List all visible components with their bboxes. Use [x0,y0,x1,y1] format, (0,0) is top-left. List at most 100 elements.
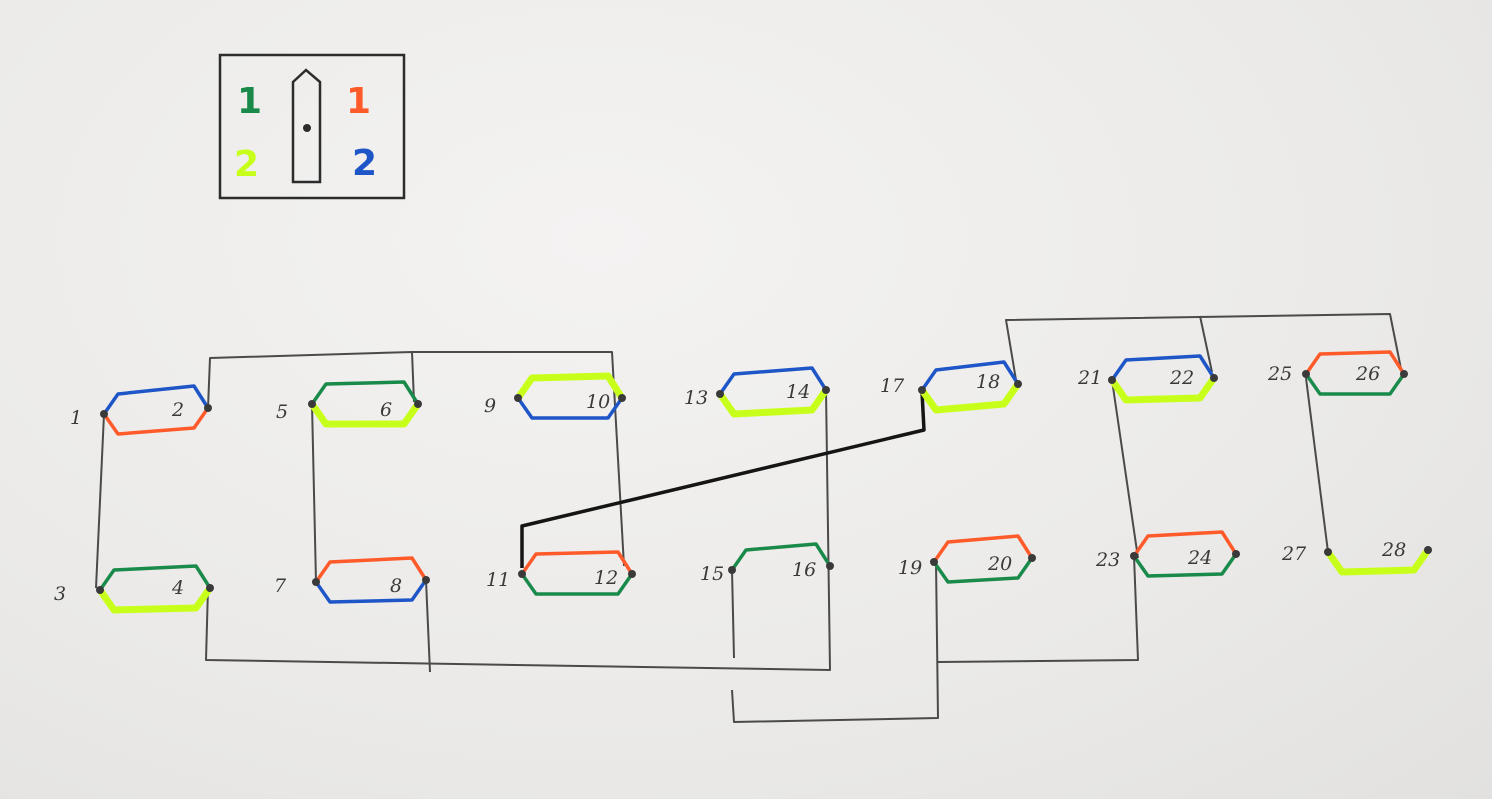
contact-bottom-3 [96,584,214,614]
label-5: 5 [276,401,288,423]
contact-top-5 [310,380,420,406]
switch-9-10: 9 10 [484,372,626,420]
contact-top-23 [1132,530,1238,558]
wire-6-12 [412,351,625,567]
label-18: 18 [976,371,1000,393]
legend-left-top: 1 [237,81,262,122]
terminal-28 [1424,546,1432,554]
terminal-23 [1130,552,1138,560]
terminal-22 [1210,374,1218,382]
contact-top-9 [514,372,626,402]
terminal-20 [1028,554,1036,562]
legend-frame [218,53,406,200]
label-6: 6 [380,399,392,421]
terminal-25 [1302,370,1310,378]
wire-17-11 [520,391,926,568]
label-21: 21 [1077,367,1102,389]
legend-left-bottom: 2 [234,144,259,185]
label-1: 1 [70,407,82,429]
legend-right-top: 1 [346,81,371,122]
label-22: 22 [1169,367,1194,389]
wire-19-23 [937,555,1139,663]
label-10: 10 [586,391,610,413]
contact-top-15 [730,542,832,572]
terminal-14 [822,386,830,394]
contact-top-3 [98,564,212,592]
terminal-8 [422,576,430,584]
contact-bottom-21 [1108,374,1218,404]
contact-bottom-5 [308,400,422,428]
contact-top-13 [718,366,828,396]
wire-bus-19 [731,561,939,723]
switch-25-26: 25 26 [1267,350,1408,396]
terminal-13 [716,390,724,398]
switch-lever-icon [291,68,322,184]
label-23: 23 [1095,549,1120,571]
terminal-10 [618,394,626,402]
contact-bottom-19 [932,556,1034,584]
contact-bottom-23 [1132,552,1238,578]
terminal-12 [628,570,636,578]
contact-top-19 [932,534,1034,564]
terminal-21 [1108,376,1116,384]
label-2: 2 [171,399,184,421]
terminal-16 [826,562,834,570]
wire-2-6 [207,351,415,409]
label-25: 25 [1267,363,1292,385]
terminal-4 [206,584,214,592]
contact-top-17 [920,360,1020,392]
terminal-26 [1400,370,1408,378]
contact-top-7 [314,556,428,584]
terminal-15 [728,566,736,574]
wire-8-bus [425,579,431,673]
contact-top-21 [1110,354,1216,382]
label-26: 26 [1355,363,1380,385]
terminal-27 [1324,548,1332,556]
terminal-3 [96,586,104,594]
contact-bottom-7 [314,578,428,604]
contact-top-25 [1304,350,1406,376]
wire-4-14 [205,389,831,671]
terminal-24 [1232,550,1240,558]
legend: 1 2 1 2 [218,53,406,200]
contact-top-11 [520,550,634,576]
wire-bus-22 [1199,315,1213,373]
label-12: 12 [594,567,618,589]
label-16: 16 [792,559,816,581]
label-17: 17 [880,375,905,397]
wire-25-27 [1305,377,1329,553]
contact-bottom-11 [520,572,634,596]
terminal-17 [918,386,926,394]
switch-21-22: 21 22 [1077,354,1218,404]
terminal-11 [518,570,526,578]
contact-bottom-17 [918,380,1022,414]
contact-bottom-9 [516,396,624,420]
terminal-1 [100,410,108,418]
terminal-5 [308,400,316,408]
contact-bottom-1 [102,406,210,436]
label-9: 9 [484,395,496,417]
wires [95,313,1403,723]
wire-18-26 [1005,313,1403,381]
terminal-19 [930,558,938,566]
contact-bottom-25 [1304,372,1406,396]
terminal-7 [312,578,320,586]
terminal-6 [414,400,422,408]
label-24: 24 [1187,547,1212,569]
legend-right-bottom: 2 [352,143,377,184]
wire-5-7 [311,403,317,583]
label-8: 8 [390,575,402,597]
terminal-2 [204,404,212,412]
label-4: 4 [171,577,184,599]
contact-bottom-13 [716,386,830,418]
label-7: 7 [274,575,287,597]
